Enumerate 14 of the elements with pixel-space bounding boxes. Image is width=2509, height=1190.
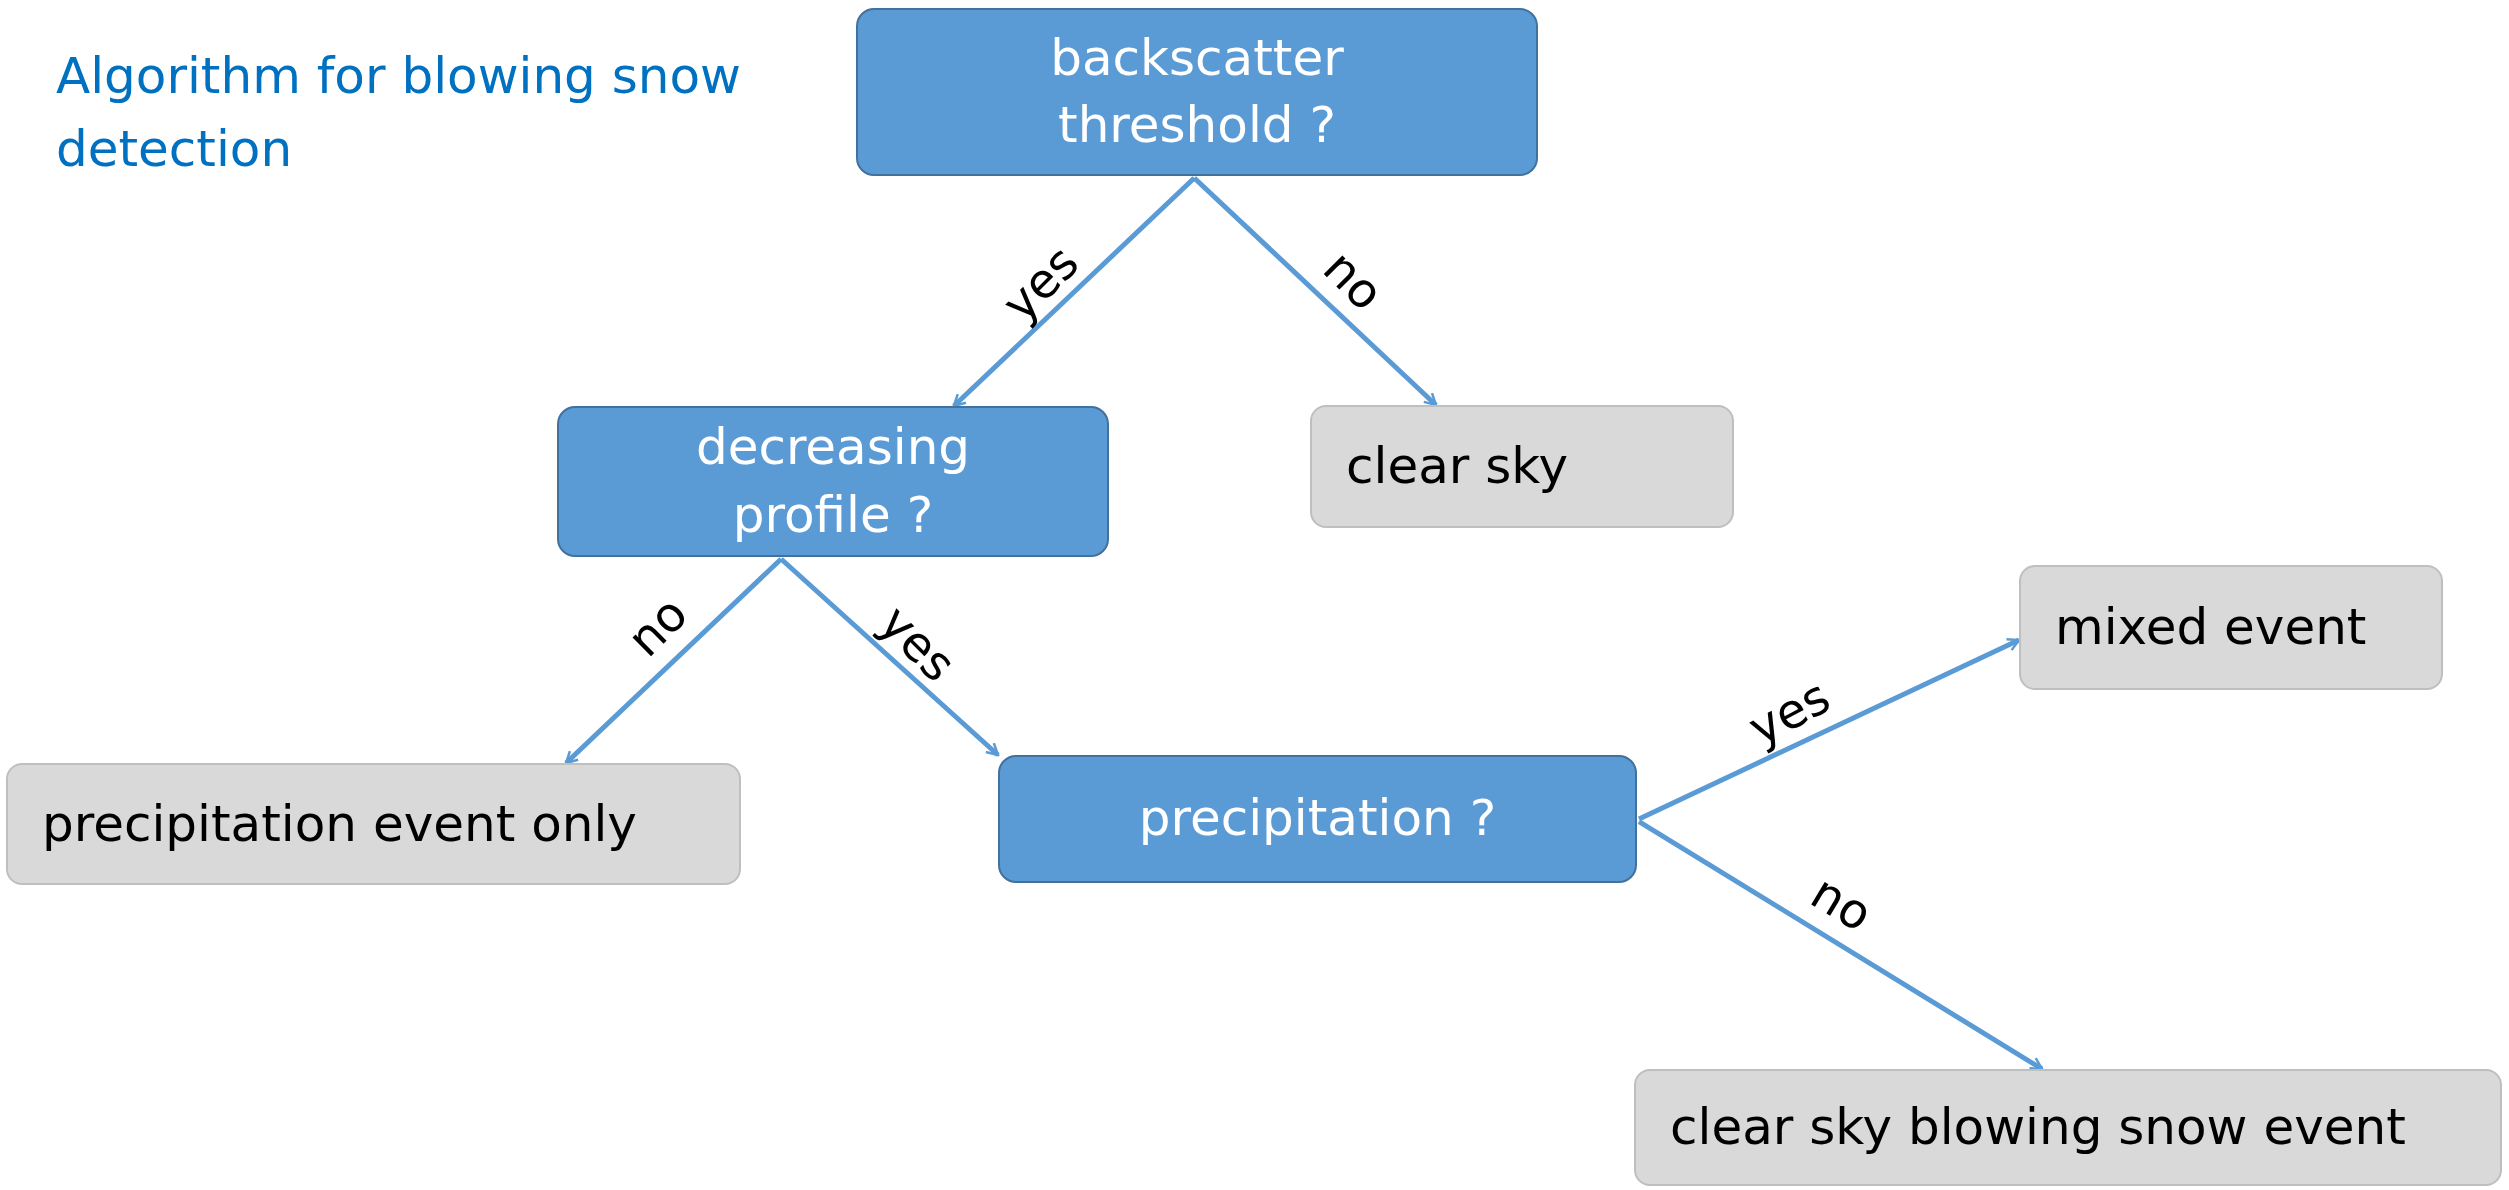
outcome-box: precipitation event only [6,763,741,885]
arrow [1192,176,1438,407]
decision-box: backscatter threshold ? [856,8,1538,176]
decision-box: decreasing profile ? [557,406,1109,557]
decision-box: precipitation ? [998,755,1637,883]
arrow [952,176,1196,408]
arrow [1637,637,2021,822]
arrow [564,557,783,765]
outcome-box: clear sky [1310,405,1734,528]
outcome-box: clear sky blowing snow event [1634,1069,2502,1186]
outcome-box: mixed event [2019,565,2443,690]
diagram-title: Algorithm for blowing snow detection [56,46,742,180]
arrow [1637,819,2044,1072]
arrow [779,557,1000,757]
